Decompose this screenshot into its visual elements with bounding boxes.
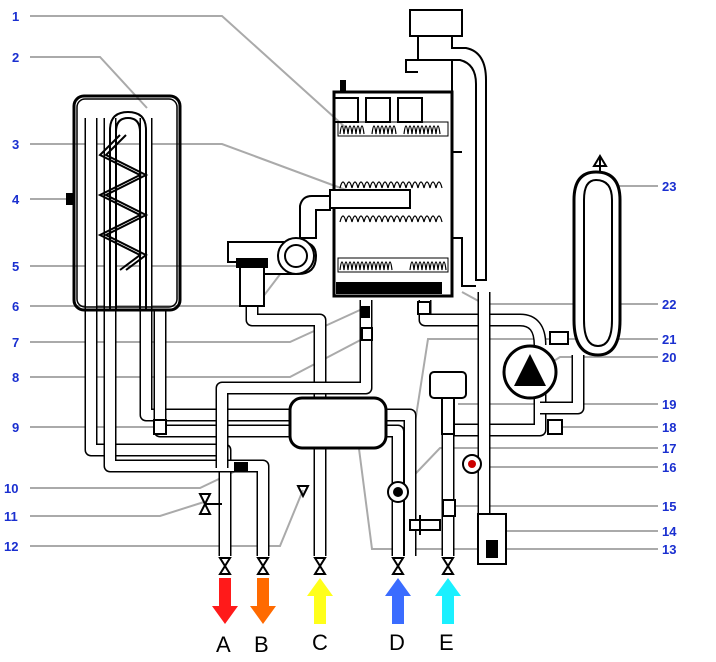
label-2: 2 — [12, 50, 19, 65]
label-23: 23 — [662, 179, 676, 194]
label-1: 1 — [12, 9, 19, 24]
label-7: 7 — [12, 335, 19, 350]
gas-valve-assembly — [227, 195, 331, 307]
label-21: 21 — [662, 332, 676, 347]
label-20: 20 — [662, 350, 676, 365]
component-labels: 1 2 3 4 5 6 7 8 9 10 11 12 13 14 15 16 1… — [4, 9, 677, 557]
label-18: 18 — [662, 420, 676, 435]
drain-valve-cluster — [477, 513, 507, 565]
circulating-pump — [502, 331, 569, 400]
pressure-switch — [547, 419, 563, 435]
expansion-vessel — [572, 154, 622, 357]
label-3: 3 — [12, 137, 19, 152]
bypass-valve — [442, 499, 456, 517]
flue-assembly — [405, 9, 487, 287]
electrode — [340, 80, 346, 92]
letter-a: A — [216, 632, 231, 657]
label-22: 22 — [662, 297, 676, 312]
letter-c: C — [312, 630, 328, 655]
label-6: 6 — [12, 299, 19, 314]
air-separator — [429, 371, 467, 399]
dhw-sensor — [234, 462, 248, 472]
heat-exchanger — [329, 80, 454, 298]
burner-bar — [329, 189, 411, 209]
arrow-e-cold-water-in — [435, 578, 461, 624]
connection-arrows — [212, 578, 461, 624]
lower-fins — [337, 257, 449, 273]
overheat-sensor — [361, 327, 373, 341]
flow-sensor — [360, 306, 370, 318]
label-13: 13 — [662, 542, 676, 557]
safety-valve — [198, 493, 222, 515]
label-16: 16 — [662, 460, 676, 475]
connection-valves — [218, 557, 455, 575]
arrow-b-heating-flow — [250, 578, 276, 624]
filling-valve — [409, 515, 441, 535]
label-10: 10 — [4, 481, 18, 496]
arrow-c-gas — [307, 578, 333, 624]
cylinder-probe — [66, 193, 73, 205]
label-19: 19 — [662, 397, 676, 412]
label-12: 12 — [4, 539, 18, 554]
label-11: 11 — [4, 509, 18, 524]
return-sensor — [417, 301, 431, 315]
burner-flames — [339, 181, 443, 223]
label-9: 9 — [12, 420, 19, 435]
diverter-valve — [153, 419, 167, 435]
plate-heat-exchanger — [288, 396, 388, 450]
label-4: 4 — [12, 192, 20, 207]
arrow-d-heating-return — [385, 578, 411, 624]
upper-fins — [337, 121, 449, 137]
letter-b: B — [254, 632, 269, 657]
letter-e: E — [439, 630, 454, 655]
label-8: 8 — [12, 370, 19, 385]
letter-d: D — [389, 630, 405, 655]
arrow-a-hot-water-out — [212, 578, 238, 624]
label-17: 17 — [662, 441, 676, 456]
label-14: 14 — [662, 524, 677, 539]
connection-letters: A B C D E — [216, 630, 454, 657]
label-15: 15 — [662, 499, 676, 514]
drain-cock — [296, 485, 310, 499]
label-5: 5 — [12, 259, 19, 274]
dhw-cylinder — [66, 94, 182, 312]
